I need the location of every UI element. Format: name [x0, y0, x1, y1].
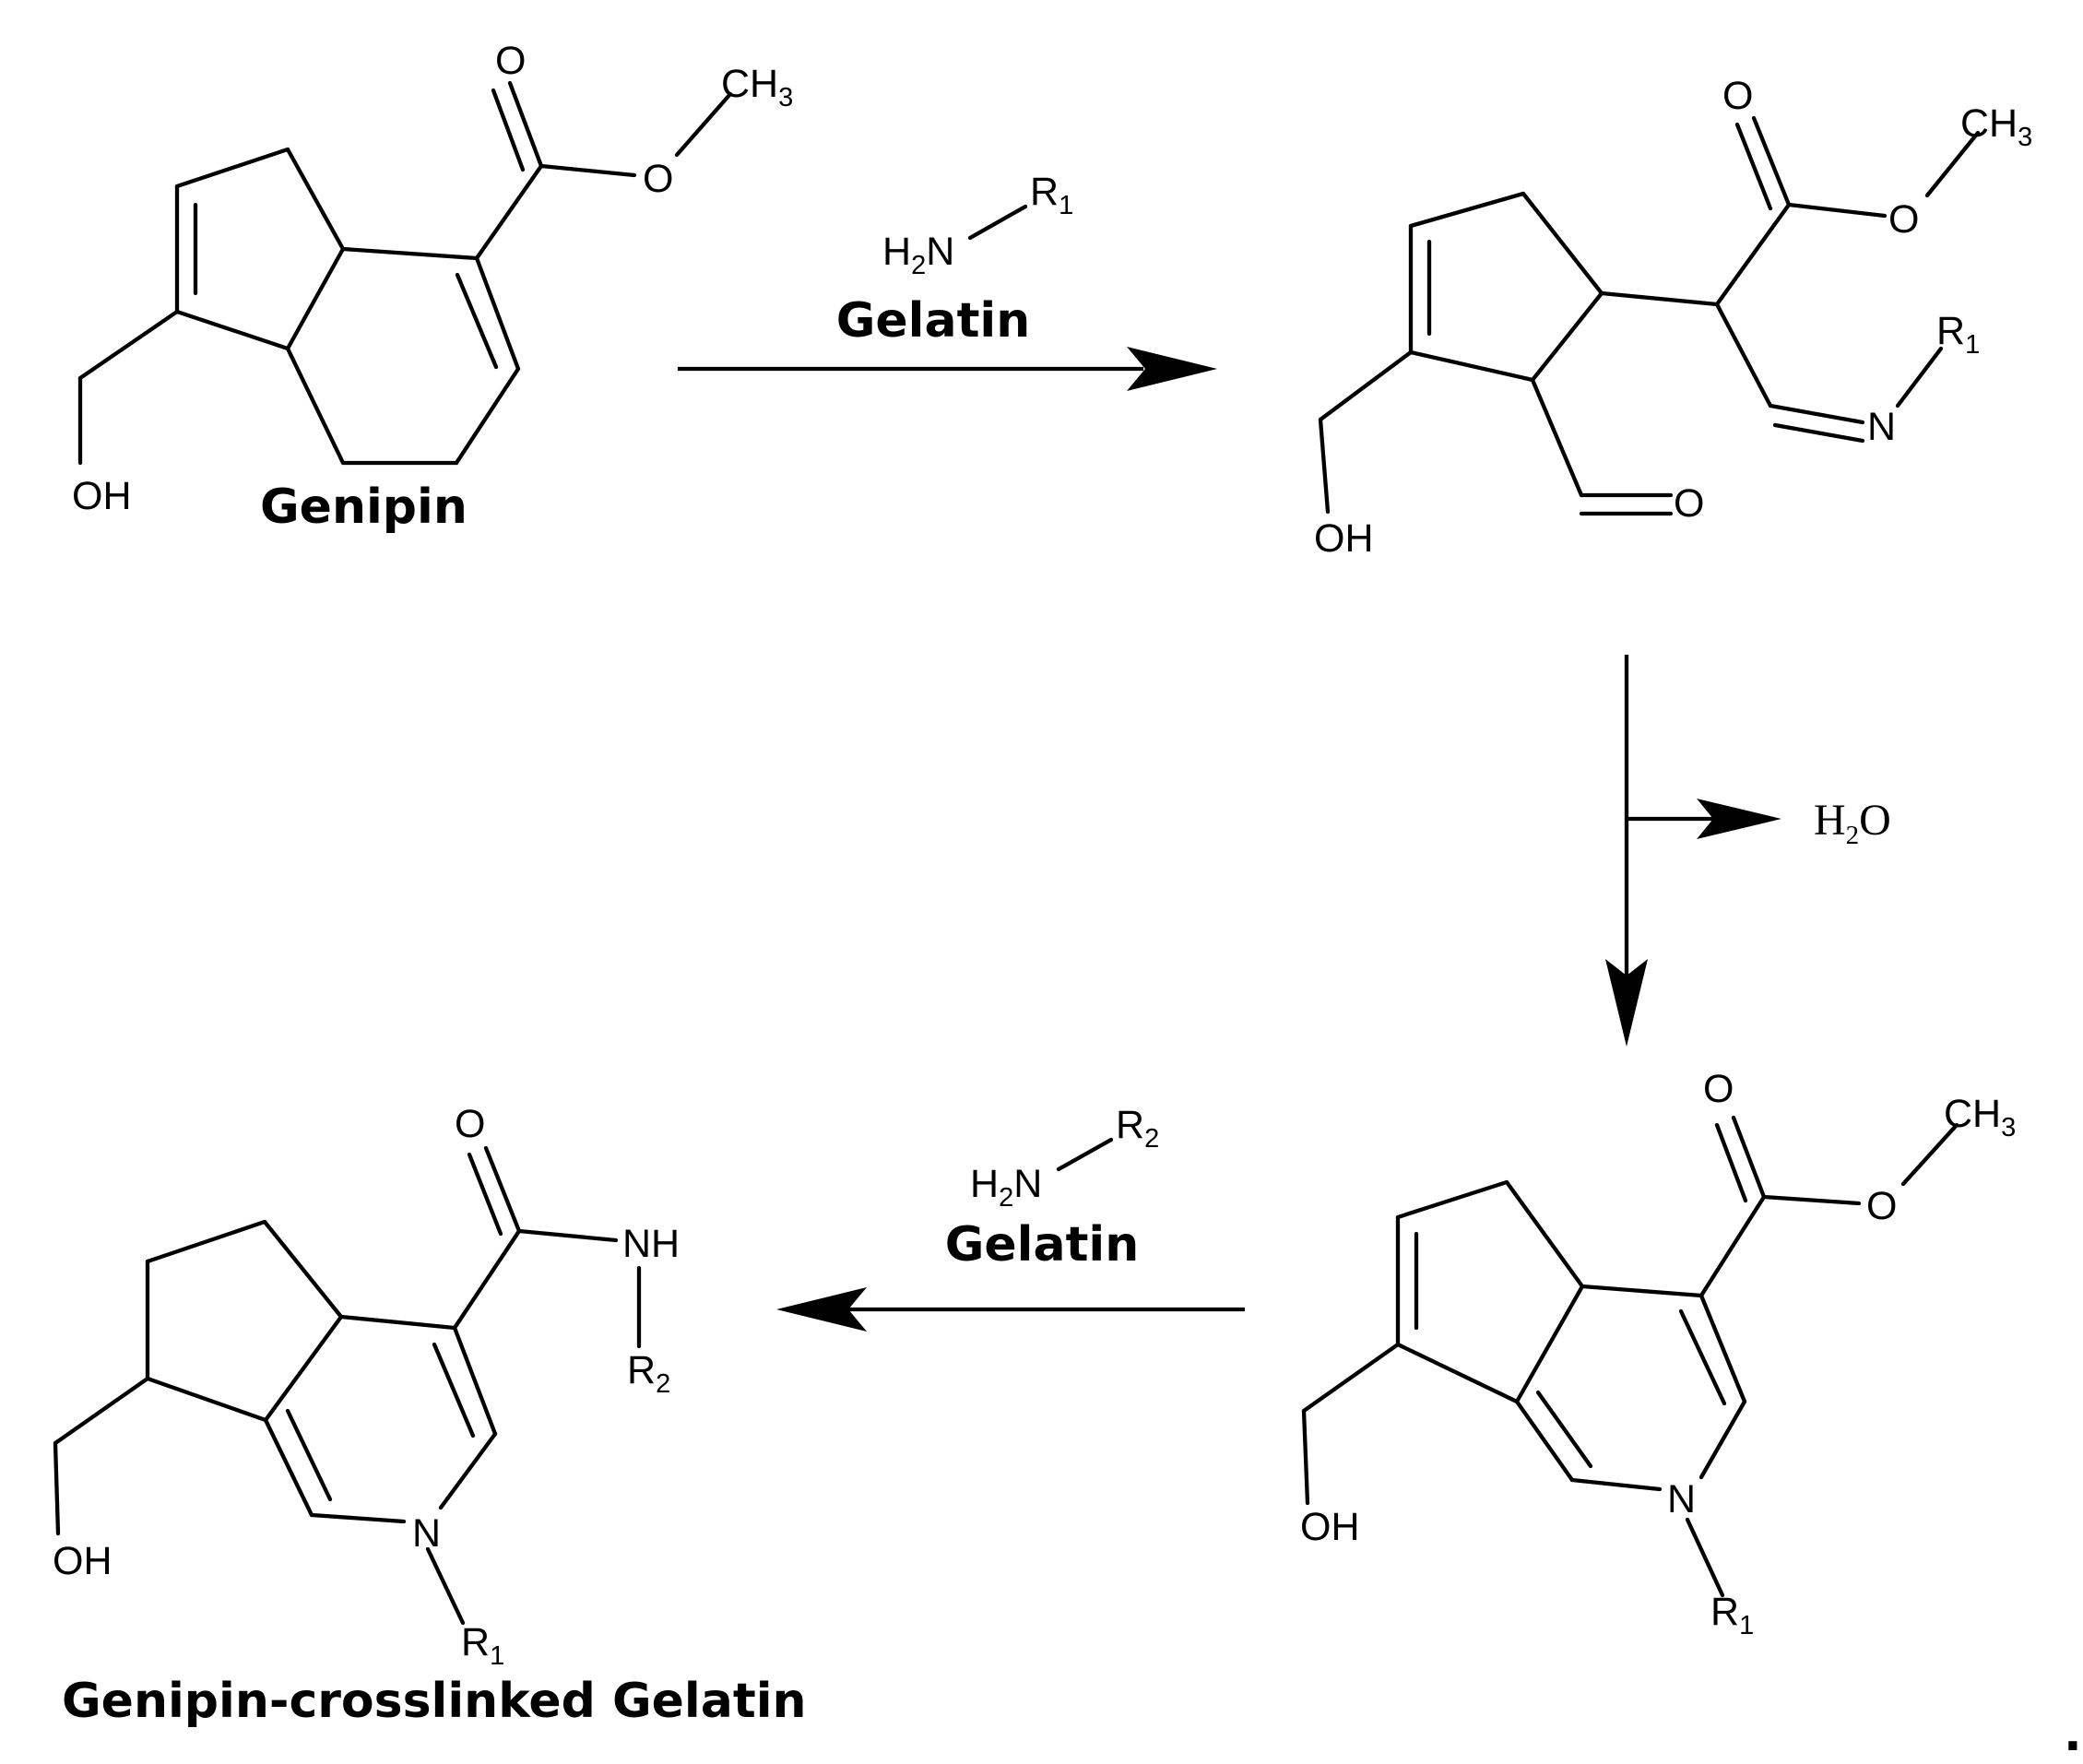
genipin-name: Genipin [260, 479, 467, 535]
genipin-methyl-subscript: 3 [778, 83, 793, 112]
water-byproduct-label: H2O [1814, 796, 1891, 850]
genipin-bonds [77, 80, 733, 466]
intermediate1-methyl-label: CH3 [1960, 101, 2032, 152]
step3-amine-h-subscript: 2 [999, 1183, 1013, 1213]
intermediate1-bonds [1318, 115, 1981, 516]
genipin-hydroxyl-label: OH [72, 474, 132, 518]
step1-amine-h-subscript: 2 [911, 251, 926, 280]
product-amide-nh: NH [622, 1222, 680, 1266]
product-hydroxyl-label: OH [53, 1539, 112, 1583]
genipin-ester-oxygen: O [643, 157, 673, 201]
product-r1-subscript: 1 [490, 1641, 504, 1671]
intermediate2-r: R [1710, 1590, 1739, 1634]
step3-r-group-label: R2 [1116, 1103, 1159, 1154]
intermediate2-structure: O O CH3 N R1 OH [1300, 1067, 2016, 1640]
step1-amine-label: H2N [882, 230, 954, 280]
step3-amine-n: N [1013, 1162, 1042, 1206]
water-h: H [1814, 796, 1846, 845]
step3-r: R [1116, 1103, 1144, 1147]
step1-amine-n: N [926, 230, 954, 274]
step1-r: R [1030, 170, 1059, 214]
product-r1: R [461, 1620, 490, 1664]
intermediate1-methyl-subscript: 3 [2018, 123, 2032, 152]
trailing-period: . [2064, 1707, 2082, 1762]
intermediate2-methyl-subscript: 3 [2001, 1113, 2016, 1142]
step2-arrow [1605, 655, 1781, 1047]
intermediate2-methyl-label: CH3 [1944, 1092, 2016, 1142]
genipin-methyl-ch: CH [721, 62, 778, 106]
intermediate2-r-subscript: 1 [1739, 1611, 1754, 1640]
step1-r-group-label: R1 [1030, 170, 1073, 220]
intermediate2-carbonyl-oxygen: O [1703, 1067, 1734, 1111]
intermediate1-r-group-label: R1 [1936, 309, 1980, 360]
step3-reagent: H2N R2 Gelatin [945, 1103, 1159, 1273]
intermediate1-ester-oxygen: O [1888, 197, 1919, 242]
intermediate1-r-subscript: 1 [1965, 330, 1980, 360]
genipin-carbonyl-oxygen: O [495, 39, 526, 83]
water-o: O [1859, 796, 1891, 845]
intermediate1-hydroxyl-label: OH [1314, 516, 1374, 561]
product-carbonyl-oxygen: O [455, 1102, 485, 1146]
intermediate1-aldehyde-oxygen: O [1674, 481, 1704, 526]
step1-arrow [678, 347, 1217, 391]
intermediate1-methyl-ch: CH [1960, 101, 2018, 146]
intermediate2-ring-nitrogen: N [1667, 1477, 1696, 1521]
step3-gelatin-label: Gelatin [945, 1217, 1140, 1273]
product-r2-subscript: 2 [656, 1369, 670, 1399]
intermediate2-ester-oxygen: O [1866, 1184, 1897, 1228]
step1-reagent: H2N R1 Gelatin [836, 170, 1073, 349]
step3-amine-h: H [970, 1162, 999, 1206]
step3-amine-label: H2N [970, 1162, 1042, 1213]
product-r1-label: R1 [461, 1620, 504, 1671]
step1-r-subscript: 1 [1059, 191, 1073, 220]
product-structure: O NH R2 N R1 OH Genipin-crosslinked Gela… [53, 1102, 807, 1729]
product-r2: R [627, 1348, 656, 1392]
intermediate2-methyl-ch: CH [1944, 1092, 2001, 1136]
water-h-subscript: 2 [1846, 821, 1860, 850]
step3-arrow [776, 1287, 1245, 1332]
step1-amine-h: H [882, 230, 911, 274]
intermediate1-structure: O O CH3 R1 N O OH [1314, 74, 2032, 561]
intermediate1-r: R [1936, 309, 1965, 353]
product-bonds [53, 1145, 642, 1626]
step3-r-subscript: 2 [1144, 1124, 1159, 1154]
genipin-structure: O O CH3 OH Genipin [72, 39, 793, 535]
intermediate2-r-group-label: R1 [1710, 1590, 1754, 1640]
intermediate2-bonds [1301, 1115, 1959, 1598]
intermediate1-carbonyl-oxygen: O [1722, 74, 1753, 118]
product-r2-label: R2 [627, 1348, 670, 1399]
step1-gelatin-label: Gelatin [836, 293, 1031, 349]
product-name: Genipin-crosslinked Gelatin [62, 1674, 807, 1729]
intermediate2-hydroxyl-label: OH [1300, 1505, 1360, 1549]
product-ring-nitrogen: N [412, 1511, 441, 1556]
intermediate1-imine-nitrogen: N [1867, 405, 1896, 449]
genipin-methyl-label: CH3 [721, 62, 793, 112]
